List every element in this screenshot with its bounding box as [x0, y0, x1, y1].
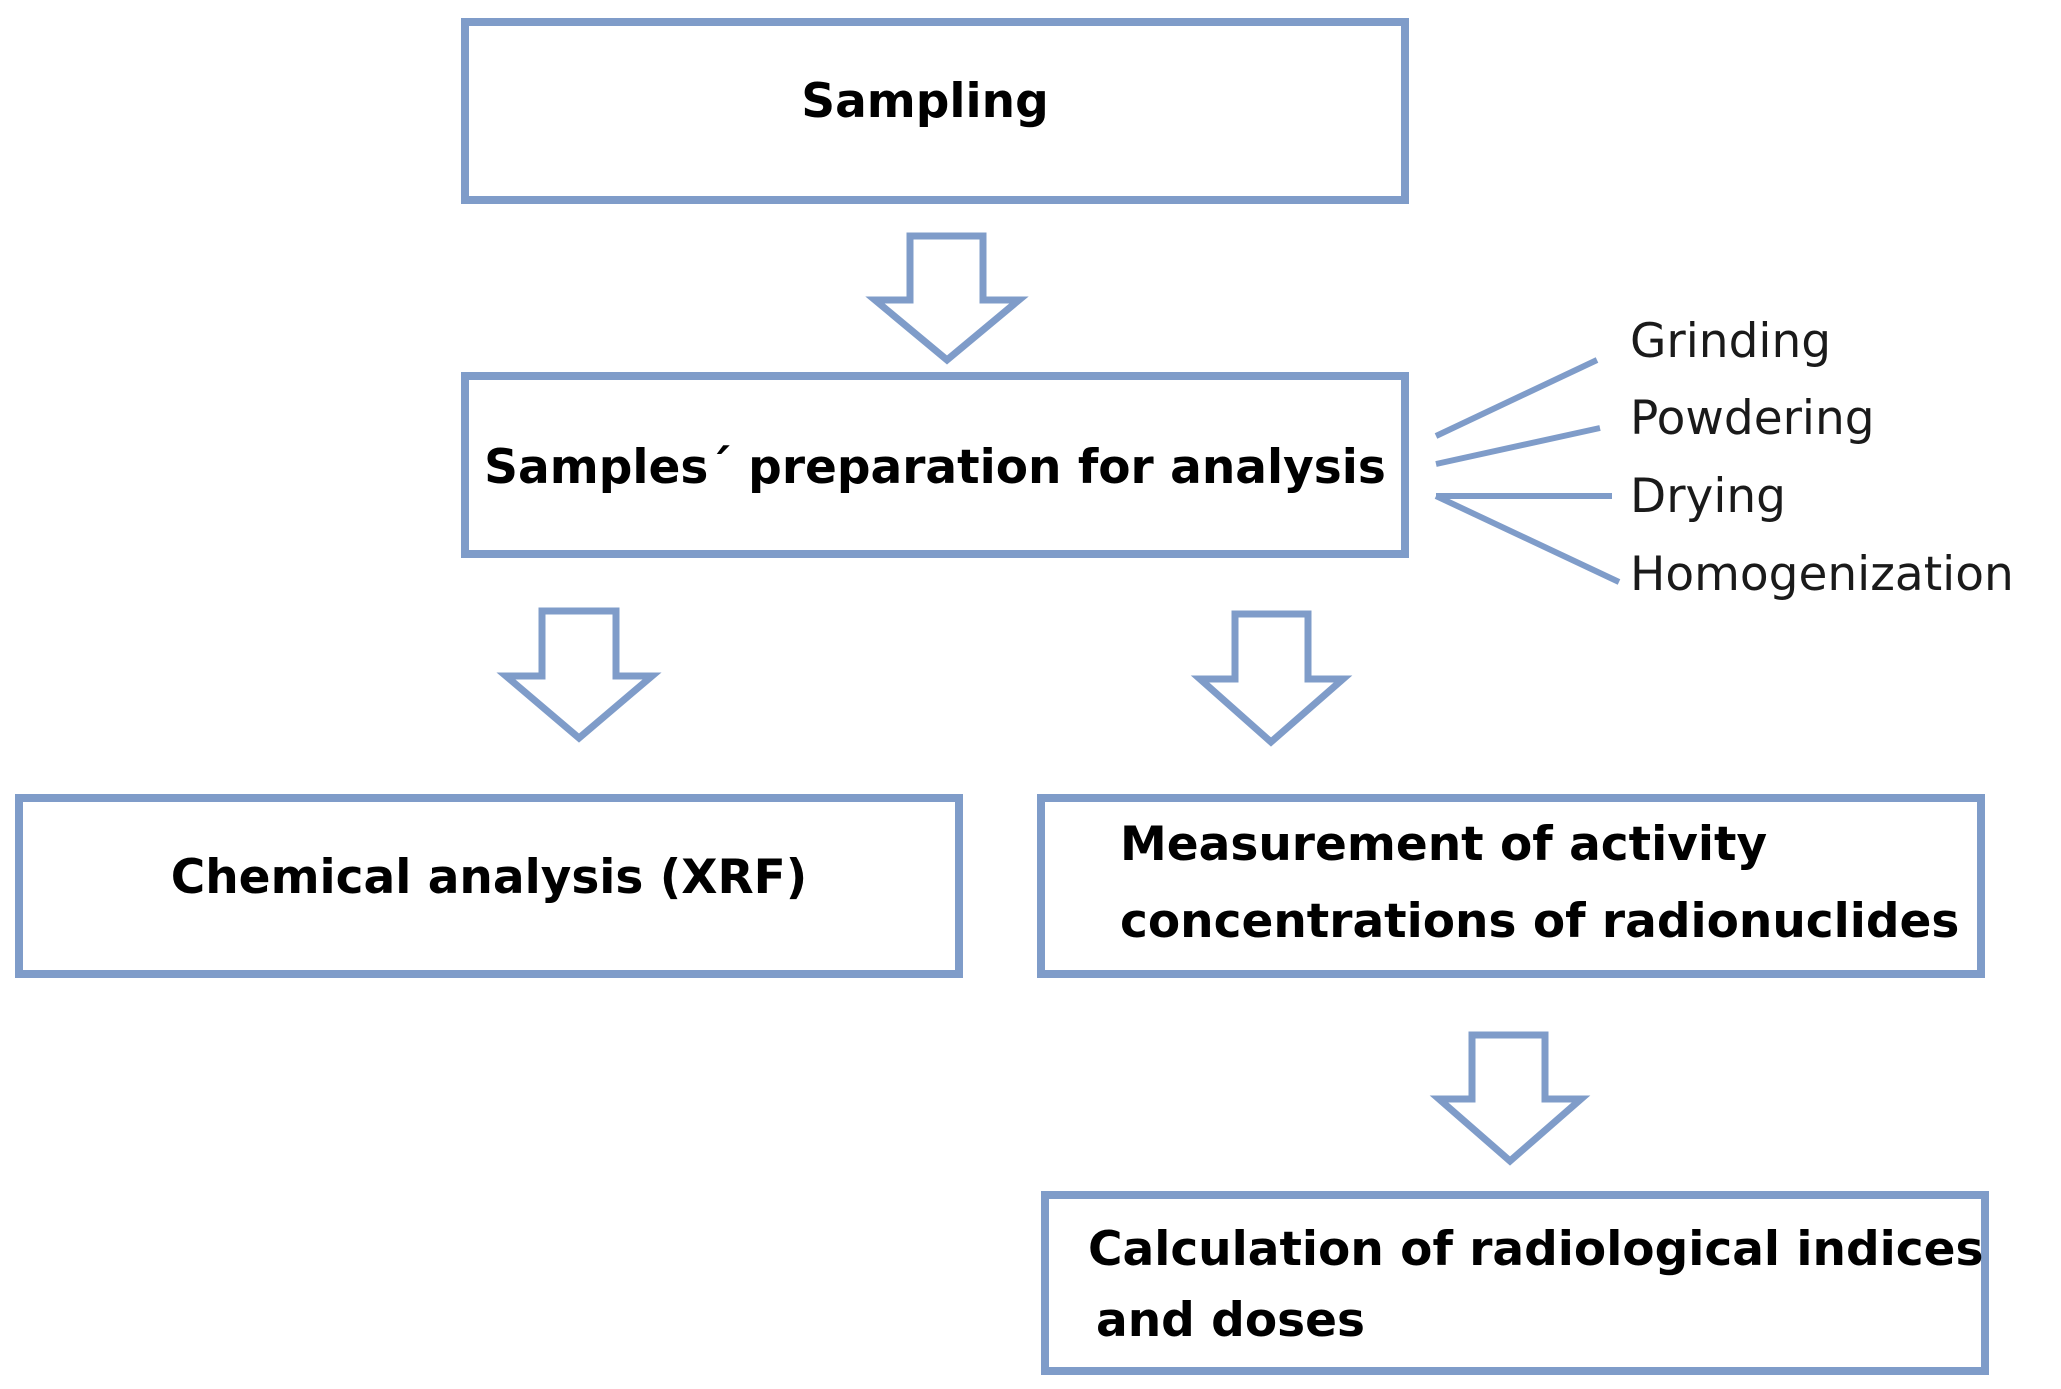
sampling-box	[461, 18, 1409, 204]
calculation-label-line2: and doses	[1096, 1293, 1365, 1348]
step-homogenization: Homogenization	[1630, 547, 2014, 602]
step-powdering: Powdering	[1630, 391, 1875, 446]
branch-line-powdering	[1435, 425, 1601, 467]
sampling-label: Sampling	[801, 74, 1049, 129]
arrow-preparation-to-chemical	[496, 607, 662, 743]
preparation-node: Samples´ preparation for analysis	[461, 372, 1409, 558]
preparation-branches	[1434, 357, 1621, 585]
calculation-label-line1: Calculation of radiological indices	[1088, 1222, 1983, 1277]
arrow-measurement-to-calculation	[1429, 1031, 1591, 1166]
preparation-label: Samples´ preparation for analysis	[484, 440, 1386, 495]
chemical-analysis-box	[15, 794, 963, 978]
measurement-label-line1: Measurement of activity	[1120, 817, 1767, 872]
step-grinding: Grinding	[1630, 314, 1831, 369]
chemical-analysis-label: Chemical analysis (XRF)	[171, 850, 808, 905]
sampling-node: Sampling	[461, 18, 1409, 204]
step-drying: Drying	[1630, 469, 1786, 524]
calculation-box	[1041, 1191, 1989, 1375]
preparation-steps: Grinding Powdering Drying Homogenization	[1630, 314, 2014, 602]
chemical-analysis-node: Chemical analysis (XRF)	[15, 794, 963, 978]
arrow-sampling-to-preparation	[865, 232, 1029, 365]
measurement-node: Measurement of activity concentrations o…	[1037, 794, 1985, 978]
measurement-box	[1037, 794, 1985, 978]
measurement-label-line2: concentrations of radionuclides	[1120, 894, 1959, 949]
branch-line-homogenization	[1434, 493, 1621, 585]
calculation-node: Calculation of radiological indices and …	[1041, 1191, 1989, 1375]
branch-line-grinding	[1434, 357, 1599, 439]
preparation-box	[461, 372, 1409, 558]
arrow-preparation-to-measurement	[1190, 610, 1353, 747]
